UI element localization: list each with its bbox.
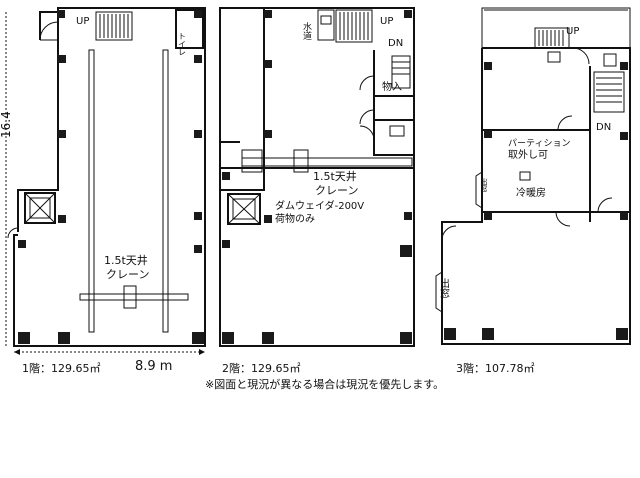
floor-2-crane-label-2: クレーン xyxy=(315,184,358,197)
floor-2-column xyxy=(400,245,412,257)
floor-3-up-label: UP xyxy=(566,26,579,37)
floor-3-column xyxy=(484,62,492,70)
floor-2-column xyxy=(264,60,272,68)
floor-3-aircon-label: 冷暖房 xyxy=(516,186,546,199)
floor-3-column xyxy=(484,130,492,138)
floor-1-left-wall xyxy=(17,12,59,232)
floor-2-crane-beam xyxy=(241,157,413,167)
floor-2-column xyxy=(264,130,272,138)
floor-2-column xyxy=(404,10,412,18)
floor-1-column xyxy=(58,332,70,344)
floor-1-column xyxy=(194,245,202,253)
floor-2-column xyxy=(404,212,412,220)
floor-1-column xyxy=(58,215,66,223)
floor-3-column xyxy=(620,132,628,140)
floor-2-dumbwaiter-label-1: ダムウェイダ-200V xyxy=(275,199,364,212)
floor-1-column xyxy=(194,55,202,63)
floor-2-column xyxy=(264,215,272,223)
floor-2-column xyxy=(400,332,412,344)
floor-3-column xyxy=(616,328,628,340)
floor-2-crane-label-1: 1.5t天井 xyxy=(313,169,357,183)
floor-2-water-room xyxy=(317,9,335,41)
floor-3-area-label: 3階：107.78㎡ xyxy=(456,361,535,375)
floor-2-column xyxy=(222,240,230,248)
floor-3-partition-label-2: 取外し可 xyxy=(508,149,548,161)
floor-1-column xyxy=(18,332,30,344)
floor-1-crane-label-1: 1.5t天井 xyxy=(104,253,148,267)
floor-2-dn-label: DN xyxy=(388,38,403,49)
floor-1-up-label: UP xyxy=(76,16,89,27)
floor-3-column xyxy=(620,212,628,220)
floor-1-column xyxy=(18,240,26,248)
floor-1-dumbwaiter xyxy=(24,192,56,224)
floor-1-column xyxy=(58,55,66,63)
floor-2-area-label: 2階：129.65㎡ xyxy=(222,361,301,375)
floor-2-column xyxy=(262,332,274,344)
floor-2-dumbwaiter-label-2: 荷物のみ xyxy=(275,212,315,225)
floor-1-crane-beam xyxy=(79,293,189,301)
floor-2-up-label: UP xyxy=(380,16,393,27)
floor-2-storage-room xyxy=(373,50,414,156)
floor-1-stairs xyxy=(95,11,133,41)
floor-2-stairs xyxy=(335,9,373,43)
floor-1-side-door xyxy=(7,227,19,239)
floor-1-column xyxy=(58,130,66,138)
floor-1-entry-door xyxy=(39,21,59,41)
floor-1-crane-hoist xyxy=(123,285,137,309)
floor-3-window-label-a: 出窓 xyxy=(480,177,488,192)
floor-1-crane-rail-right xyxy=(162,49,169,333)
floor-2: UP DN 水道 物入 1.5t天井 クレーン ダムウェイダ-200V 荷物のみ xyxy=(219,7,415,375)
floor-2-dumbwaiter xyxy=(227,193,261,225)
floor-2-outer-wall xyxy=(219,7,415,347)
floor-3-column xyxy=(620,62,628,70)
floor-1-column xyxy=(57,10,65,18)
floor-2-column xyxy=(264,10,272,18)
floor-1-outer-wall xyxy=(13,7,206,347)
floor-1-area-label: 1階：129.65㎡ xyxy=(22,361,101,375)
floor-1-crane-rail-left xyxy=(88,49,95,333)
floor-1-column xyxy=(194,130,202,138)
disclaimer-note: ※図面と現況が異なる場合は現況を優先します。 xyxy=(205,377,444,391)
floor-3-column xyxy=(482,328,494,340)
floor-2-column xyxy=(222,332,234,344)
floor-3-bay-window-upper xyxy=(475,171,483,209)
floor-3-aircon-unit xyxy=(519,171,531,181)
floor-2-water-label: 水道 xyxy=(301,21,312,41)
floor-1-toilet-room xyxy=(175,9,204,49)
floor-3-window-label-b: 出窓 xyxy=(438,277,450,298)
floor-1-column xyxy=(194,10,202,18)
floor-2-column xyxy=(222,172,230,180)
floor-3: UP DN パーティション 取外し可 冷暖房 出窓 出窓 xyxy=(435,7,631,375)
floor-1-toilet-label: トイレ xyxy=(178,32,187,56)
floor-3-column xyxy=(444,328,456,340)
floor-1: UP トイレ 1.5t天井 クレーン 16.4 xyxy=(0,7,206,375)
floor-1-crane-label-2: クレーン xyxy=(106,268,149,281)
depth-dimension-label: 16.4 xyxy=(0,111,13,138)
floor-1-column xyxy=(192,332,204,344)
floor-3-bay-window-lower xyxy=(435,271,443,313)
floor-1-column xyxy=(194,212,202,220)
width-dimension-label: 8.9 m xyxy=(135,359,172,374)
floor-3-partition-label-1: パーティション xyxy=(508,138,570,149)
floor-3-stairs-upper xyxy=(534,27,570,49)
floor-3-stairs-lower xyxy=(593,71,625,113)
floor-2-inner-wall xyxy=(220,8,265,191)
floor-3-column xyxy=(484,212,492,220)
floor-3-dn-label: DN xyxy=(596,122,611,133)
floor-3-outer-wall xyxy=(441,47,631,345)
